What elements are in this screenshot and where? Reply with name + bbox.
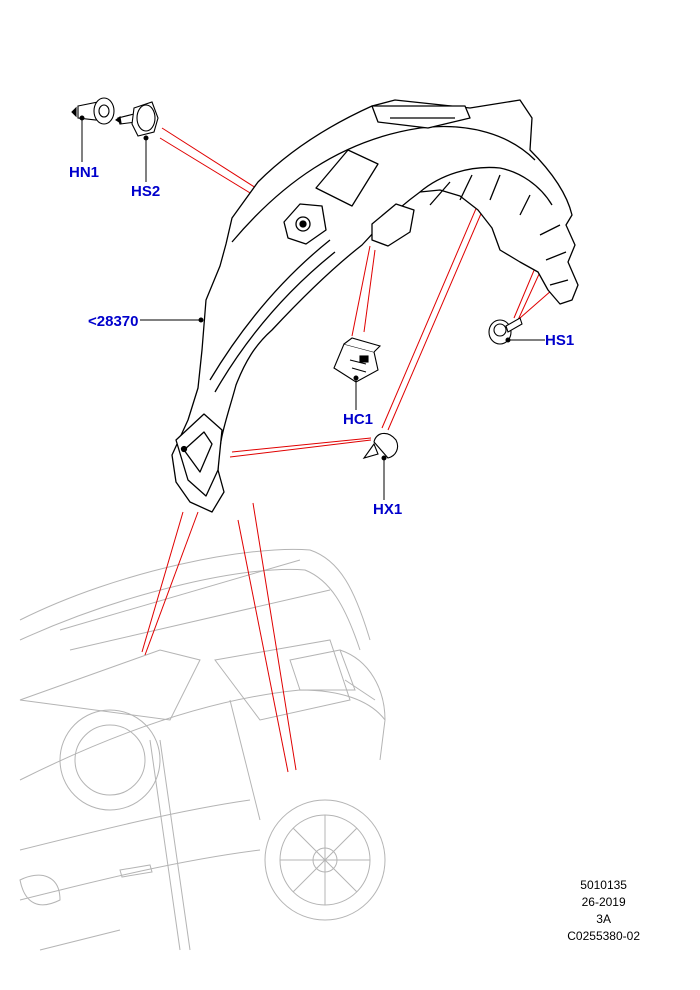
callout-hn1: HN1 [69, 164, 100, 181]
reference-code: C0255380-02 [567, 929, 640, 943]
screw-with-washer-part [488, 317, 523, 345]
push-rivet-part [71, 97, 115, 125]
callout-hs1: HS1 [545, 332, 575, 349]
reference-date: 26-2019 [581, 895, 626, 909]
reference-number: 5010135 [580, 878, 627, 892]
callout-hc1: HC1 [343, 411, 374, 428]
vehicle-outline [19, 548, 386, 951]
reference-revision: 3A [596, 912, 611, 926]
reference-block: 5010135 26-2019 3A C0255380-02 [567, 877, 640, 945]
callout-28370: <28370 [88, 313, 139, 330]
callout-leaders [79, 115, 545, 500]
callout-hs2: HS2 [131, 183, 161, 200]
screw-part [115, 101, 159, 137]
wheel-arch-liner [171, 99, 579, 513]
clip-part [333, 337, 382, 383]
callout-hx1: HX1 [373, 501, 403, 518]
push-pin-part [362, 432, 399, 459]
